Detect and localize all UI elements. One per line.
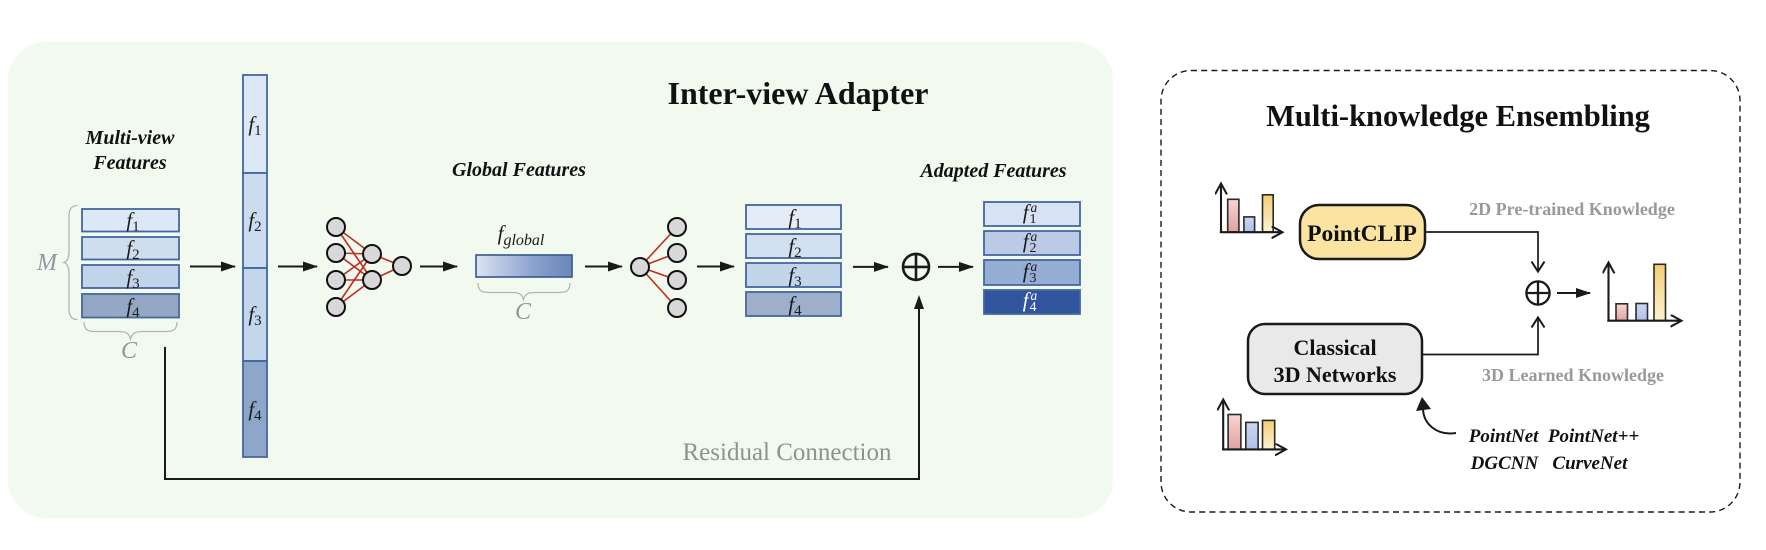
svg-text:C: C <box>121 338 138 364</box>
svg-text:Global Features: Global Features <box>452 159 586 181</box>
svg-text:PointCLIP: PointCLIP <box>1307 221 1417 247</box>
svg-text:f2a: f2a <box>1023 229 1038 256</box>
svg-text:2D Pre-trained Knowledge: 2D Pre-trained Knowledge <box>1469 199 1675 219</box>
svg-text:Adapted Features: Adapted Features <box>918 160 1066 182</box>
svg-text:Residual Connection: Residual Connection <box>683 439 892 466</box>
svg-text:f4a: f4a <box>1023 288 1038 315</box>
svg-text:Multi-view: Multi-view <box>85 127 176 149</box>
svg-text:3D Networks: 3D Networks <box>1274 362 1397 387</box>
svg-text:C: C <box>515 299 532 325</box>
svg-text:Features: Features <box>92 152 167 174</box>
svg-text:f1a: f1a <box>1023 200 1038 227</box>
svg-text:DGCNN CurveNet: DGCNN CurveNet <box>1470 453 1628 474</box>
svg-text:Classical: Classical <box>1293 335 1376 360</box>
svg-text:Multi-knowledge Ensembling: Multi-knowledge Ensembling <box>1266 99 1650 133</box>
svg-text:Inter-view Adapter: Inter-view Adapter <box>668 75 929 111</box>
svg-text:PointNet PointNet++: PointNet PointNet++ <box>1468 426 1639 447</box>
svg-text:M: M <box>36 250 59 276</box>
svg-text:f3a: f3a <box>1023 259 1038 286</box>
svg-text:3D Learned Knowledge: 3D Learned Knowledge <box>1482 365 1664 385</box>
